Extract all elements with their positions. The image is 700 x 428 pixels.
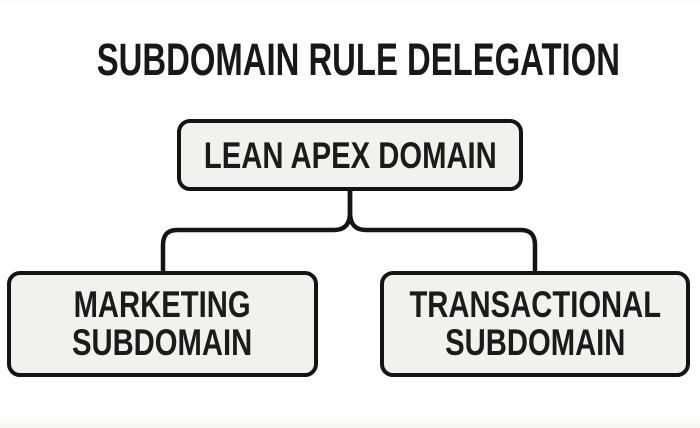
label-line-1: TRANSACTIONAL: [409, 284, 661, 325]
label-line-1: MARKETING: [73, 284, 251, 325]
node-marketing-subdomain: MARKETING SUBDOMAIN: [7, 271, 318, 377]
top-edge-artifact: [0, 0, 700, 5]
connector-right-branch: [347, 189, 538, 273]
node-transactional-subdomain-label: TRANSACTIONAL SUBDOMAIN: [409, 286, 661, 362]
node-lean-apex-domain: LEAN APEX DOMAIN: [177, 119, 523, 191]
node-marketing-subdomain-label: MARKETING SUBDOMAIN: [72, 286, 252, 362]
node-transactional-subdomain: TRANSACTIONAL SUBDOMAIN: [380, 271, 690, 377]
label-line-2: SUBDOMAIN: [444, 322, 626, 363]
label-line-2: SUBDOMAIN: [72, 322, 253, 363]
bottom-edge-artifact: [0, 412, 700, 428]
diagram-title-text: SUBDOMAIN RULE DELEGATION: [96, 34, 620, 85]
connector-left-branch: [160, 189, 353, 273]
node-lean-apex-domain-label: LEAN APEX DOMAIN: [203, 134, 497, 176]
diagram-title: SUBDOMAIN RULE DELEGATION: [0, 37, 700, 82]
